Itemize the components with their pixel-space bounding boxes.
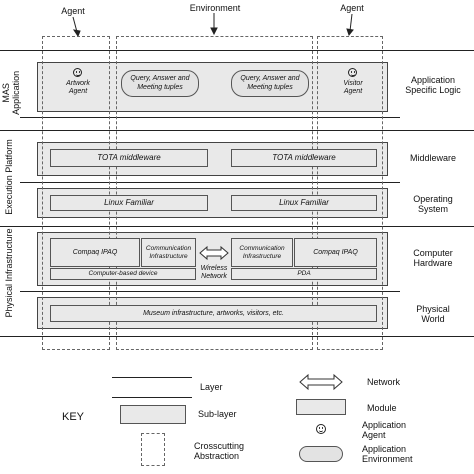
mas-application-label: MAS Application <box>1 63 22 123</box>
communication-left-text: Communication Infrastructure <box>145 245 192 260</box>
key-crosscutting-label: Crosscutting Abstraction <box>194 441 245 462</box>
execution-platform-label: Execution Platform <box>4 139 15 215</box>
key-environment-pill <box>299 446 343 462</box>
agent-left-label: Agent <box>61 6 85 16</box>
physical-infrastructure-label: Physical Infrastructure <box>4 228 15 318</box>
linux-familiar-right: Linux Familiar <box>231 195 377 211</box>
application-logic-label: Application Specific Logic <box>405 75 461 96</box>
key-sublayer-label: Sub-layer <box>198 409 237 419</box>
tuples-right-text: Query, Answer and Meeting tuples <box>240 75 300 91</box>
key-network-label: Network <box>367 377 401 387</box>
key-sublayer-box <box>120 405 186 424</box>
environment-abstraction <box>116 36 313 350</box>
key-layer-label: Layer <box>200 382 223 392</box>
artwork-agent-icon <box>73 68 82 77</box>
communication-infrastructure-right: Communication Infrastructure <box>231 238 293 267</box>
key-title: KEY <box>62 411 85 423</box>
museum-infrastructure: Museum infrastructure, artworks, visitor… <box>50 305 377 322</box>
agent-right-abstraction <box>317 36 383 350</box>
middleware-label: Middleware <box>409 153 457 163</box>
visitor-agent-label: Visitor Agent <box>343 80 363 96</box>
tota-middleware-left: TOTA middleware <box>50 149 208 167</box>
compaq-ipaq-right: Compaq IPAQ <box>294 238 377 267</box>
communication-infrastructure-left: Communication Infrastructure <box>141 238 196 267</box>
mas-application-text: MAS Application <box>1 70 21 115</box>
layer-line-1 <box>0 50 474 51</box>
tuples-left-pill: Query, Answer and Meeting tuples <box>121 70 199 97</box>
key-application-agent-label: Application Agent <box>362 420 407 441</box>
key-layer-line-bottom <box>112 397 192 398</box>
mas-application-band <box>37 62 388 112</box>
physical-world-label: Physical World <box>416 304 450 325</box>
wireless-network-arrow <box>199 245 229 261</box>
computer-hardware-label: Computer Hardware <box>413 248 453 269</box>
environment-label: Environment <box>189 3 241 13</box>
layer-line-4 <box>0 336 474 337</box>
key-crosscutting-box <box>141 433 165 466</box>
artwork-agent-label: Artwork Agent <box>66 80 90 96</box>
linux-familiar-left: Linux Familiar <box>50 195 208 211</box>
layer-line-2 <box>0 130 474 131</box>
tota-middleware-right: TOTA middleware <box>231 149 377 167</box>
key-module-box <box>296 399 346 415</box>
sublayer-line-2 <box>20 182 400 183</box>
compaq-ipaq-left: Compaq IPAQ <box>50 238 140 267</box>
key-application-agent-icon <box>316 424 326 434</box>
sublayer-line-1 <box>20 117 400 118</box>
key-network-arrow <box>299 373 343 391</box>
agent-right-label: Agent <box>340 3 364 13</box>
agent-left-abstraction <box>42 36 110 350</box>
wireless-network-label: Wireless Network <box>200 265 228 281</box>
tuples-left-text: Query, Answer and Meeting tuples <box>130 75 190 91</box>
tuples-right-pill: Query, Answer and Meeting tuples <box>231 70 309 97</box>
sublayer-line-3 <box>20 291 400 292</box>
top-arrows <box>72 13 354 38</box>
key-application-environment-label: Application Environment <box>362 444 413 465</box>
visitor-agent-icon <box>348 68 357 77</box>
operating-system-label: Operating System <box>413 194 453 215</box>
computer-based-device: Computer-based device <box>50 268 196 280</box>
key-module-label: Module <box>367 403 397 413</box>
communication-right-text: Communication Infrastructure <box>239 245 285 260</box>
pda: PDA <box>231 268 377 280</box>
key-layer-line-top <box>112 377 192 378</box>
layer-line-3 <box>0 226 474 227</box>
